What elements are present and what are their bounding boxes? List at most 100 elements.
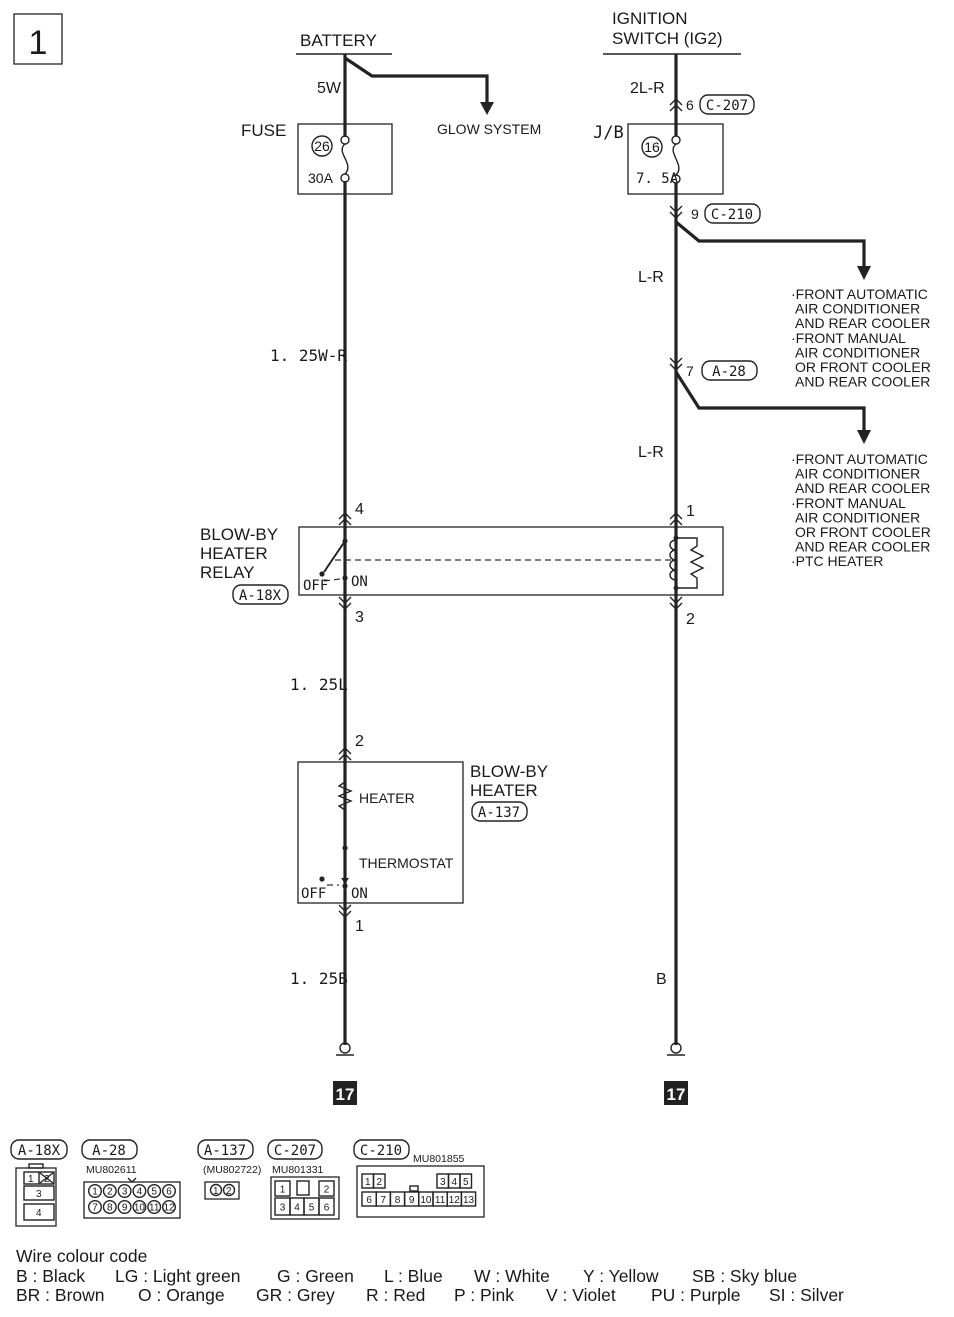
ignition-label-line1: IGNITION xyxy=(612,9,688,28)
branch_notes_2-line-5: OR FRONT COOLER xyxy=(795,524,931,540)
page-number: 1 xyxy=(29,24,48,62)
branch_notes_1-line-0: ·FRONT AUTOMATIC xyxy=(791,286,928,302)
conn-c210-pin-5: 5 xyxy=(463,1177,469,1188)
conn-c210-id: C-210 xyxy=(360,1143,402,1159)
heater-pin-1: 1 xyxy=(355,918,364,935)
wire-2lr-label: 2L-R xyxy=(630,80,665,97)
branch-1 xyxy=(674,220,871,280)
fuse-26-rating: 30A xyxy=(308,170,334,186)
wire-lr-label-1: L-R xyxy=(638,269,664,286)
relay-name-1: BLOW-BY xyxy=(200,525,278,544)
conn-a28-pin-10: 10 xyxy=(134,1203,146,1214)
heater-connector-tag-box xyxy=(471,801,528,822)
branch_notes_1-line-2: AND REAR COOLER xyxy=(795,315,930,331)
conn-c207-id: C-207 xyxy=(274,1143,316,1159)
legend-item: PU : Purple xyxy=(651,1285,740,1305)
conn-c210-pin-7: 7 xyxy=(381,1195,387,1206)
relay-off: OFF xyxy=(303,578,328,594)
branch_notes_2-line-3: ·FRONT MANUAL xyxy=(791,495,906,511)
conn-a28-pin-6: 6 xyxy=(166,1187,172,1198)
a28-tag: A-28 xyxy=(712,364,746,380)
ground-right-ref: 17 xyxy=(667,1085,686,1104)
thermostat-label: THERMOSTAT xyxy=(359,855,454,871)
legend-item: LG : Light green xyxy=(115,1266,241,1286)
conn-c210-pin-2: 2 xyxy=(376,1177,382,1188)
conn-a18x-pin4: 4 xyxy=(36,1208,42,1219)
conn-c210-pin-6: 6 xyxy=(366,1195,372,1206)
connector-mark-a28 xyxy=(669,357,683,371)
legend-item: V : Violet xyxy=(546,1285,616,1305)
relay-pin-4: 4 xyxy=(355,501,364,518)
battery-label: BATTERY xyxy=(300,31,377,50)
legend-item: O : Orange xyxy=(138,1285,225,1305)
ignition-label-line2: SWITCH (IG2) xyxy=(612,29,723,48)
legend-title: Wire colour code xyxy=(16,1246,147,1266)
fuse-label: FUSE xyxy=(241,121,286,140)
legend-item: P : Pink xyxy=(454,1285,514,1305)
branch-2 xyxy=(674,371,871,444)
wire-lr-label-2: L-R xyxy=(638,444,664,461)
branch_notes_2-line-6: AND REAR COOLER xyxy=(795,539,930,555)
heater-on: ON xyxy=(351,886,368,902)
conn-a137-part: (MU802722) xyxy=(203,1164,261,1176)
c210-tag-box xyxy=(704,203,761,224)
legend-item: R : Red xyxy=(366,1285,425,1305)
branch_notes_1-line-3: ·FRONT MANUAL xyxy=(791,330,906,346)
conn-a137-pin1: 1 xyxy=(213,1186,219,1197)
conn-c207-pin-2: 2 xyxy=(324,1185,330,1196)
relay-pin-3: 3 xyxy=(355,609,364,626)
glow-system-label: GLOW SYSTEM xyxy=(437,121,541,137)
legend-item: BR : Brown xyxy=(16,1285,105,1305)
conn-a18x-pin3: 3 xyxy=(36,1189,42,1200)
pin-7-label: 7 xyxy=(686,363,694,379)
conn-a28-pin-9: 9 xyxy=(122,1203,128,1214)
heater-name-1: BLOW-BY xyxy=(470,762,548,781)
fuse-26: 26 30A xyxy=(297,123,393,195)
branch_notes_1-line-1: AIR CONDITIONER xyxy=(795,301,920,317)
legend-item: SB : Sky blue xyxy=(692,1266,797,1286)
legend-item: Y : Yellow xyxy=(583,1266,659,1286)
page-number-box: 1 xyxy=(13,13,63,65)
blow-by-heater-relay xyxy=(298,512,724,610)
relay-connector-tag-box xyxy=(232,584,289,605)
legend-item: B : Black xyxy=(16,1266,85,1286)
heater-connector-tag: A-137 xyxy=(478,805,520,821)
jb-label: J/B xyxy=(593,123,624,143)
conn-a28-id: A-28 xyxy=(92,1143,126,1159)
conn-a28-pin-4: 4 xyxy=(137,1187,143,1198)
glow-system-branch xyxy=(344,56,494,115)
connector-mark-c210 xyxy=(669,205,683,219)
relay-name-2: HEATER xyxy=(200,544,268,563)
c210-tag: C-210 xyxy=(711,207,753,223)
legend-item: GR : Grey xyxy=(256,1285,335,1305)
conn-c210-pin-12: 12 xyxy=(449,1195,461,1206)
conn-a28-pin-2: 2 xyxy=(107,1187,113,1198)
conn-c207-part: MU801331 xyxy=(272,1164,324,1176)
conn-a28-part: MU802611 xyxy=(86,1164,137,1176)
fuse-26-number: 26 xyxy=(314,138,330,154)
conn-c210-pin-4: 4 xyxy=(451,1177,457,1188)
branch_notes_2-line-2: AND REAR COOLER xyxy=(795,480,930,496)
conn-a28-pin-7: 7 xyxy=(92,1203,98,1214)
conn-c210-pin-8: 8 xyxy=(395,1195,401,1206)
pin-9-label: 9 xyxy=(691,206,699,222)
wire-5w-label: 5W xyxy=(317,80,342,97)
blow-by-heater xyxy=(297,747,464,918)
c207-tag-box xyxy=(699,94,755,115)
branch_notes_2-line-0: ·FRONT AUTOMATIC xyxy=(791,451,928,467)
wire-125l-label: 1. 25L xyxy=(290,675,348,694)
branch_notes_1-line-4: AIR CONDITIONER xyxy=(795,344,920,360)
relay-pin-1: 1 xyxy=(686,503,695,520)
conn-a28-pin-3: 3 xyxy=(122,1187,128,1198)
a28-tag-box xyxy=(701,360,758,381)
conn-c210-pin-10: 10 xyxy=(420,1195,432,1206)
fuse-16: 16 7. 5A xyxy=(627,123,724,195)
conn-c210-part: MU801855 xyxy=(413,1153,465,1165)
fuse-16-rating: 7. 5A xyxy=(636,171,679,187)
branch_notes_2-line-1: AIR CONDITIONER xyxy=(795,466,920,482)
connector-view-a18x: A-18X 1 2 3 4 xyxy=(10,1139,68,1227)
conn-a137-id: A-137 xyxy=(204,1143,246,1159)
